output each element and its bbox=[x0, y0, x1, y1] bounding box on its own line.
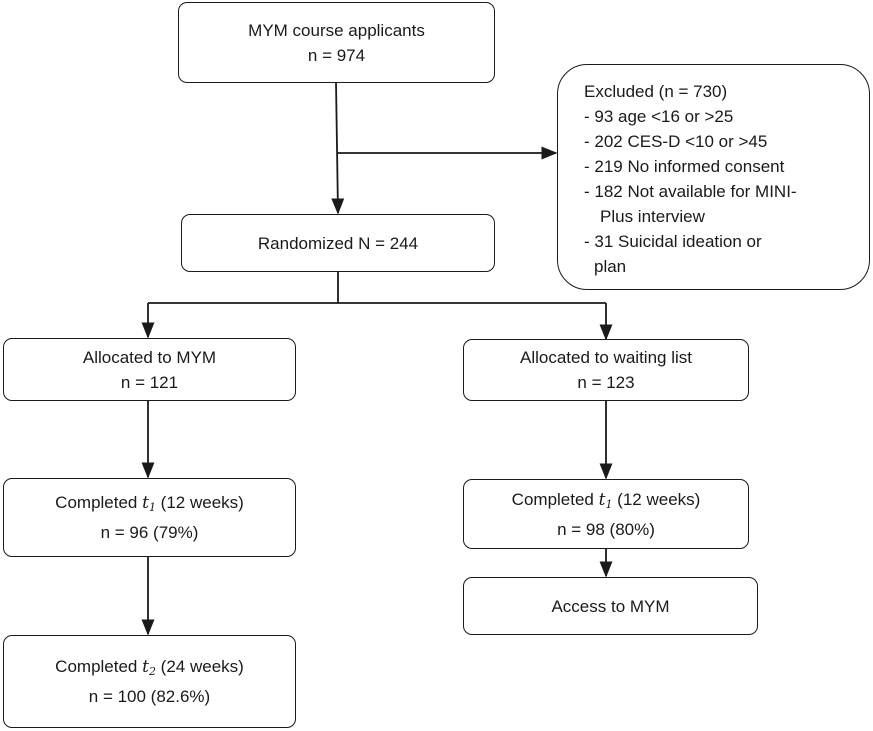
node-applicants: MYM course applicants n = 974 bbox=[178, 2, 495, 83]
node-allocated-wait: Allocated to waiting list n = 123 bbox=[463, 339, 749, 401]
allocated-mym-count: n = 121 bbox=[120, 372, 179, 392]
t2-symbol: t2 bbox=[142, 657, 156, 678]
allocated-mym-label: Allocated to MYM bbox=[82, 347, 217, 367]
excluded-item: - 93 age <16 or >25 bbox=[584, 107, 734, 126]
completed-t1-mym-count: n = 96 (79%) bbox=[100, 523, 199, 542]
excluded-item-continued: Plus interview bbox=[600, 207, 705, 226]
applicants-label: MYM course applicants bbox=[248, 20, 425, 40]
node-allocated-mym: Allocated to MYM n = 121 bbox=[3, 338, 296, 401]
applicants-count: n = 974 bbox=[307, 45, 366, 65]
t1-symbol: t1 bbox=[598, 489, 613, 511]
randomized-label: Randomized N = 244 bbox=[257, 233, 419, 253]
excluded-item: - 219 No informed consent bbox=[584, 157, 785, 176]
allocated-wait-count: n = 123 bbox=[577, 373, 635, 392]
excluded-title: Excluded (n = 730) bbox=[584, 82, 728, 101]
completed-t1-wait-count: n = 98 (80%) bbox=[557, 519, 655, 539]
node-access-mym: Access to MYM bbox=[463, 577, 758, 635]
completed-t1-wait-label: Completed t1 (12 weeks) bbox=[511, 489, 701, 511]
excluded-item-continued: plan bbox=[594, 257, 627, 276]
excluded-item: - 182 Not available for MINI- bbox=[584, 182, 797, 201]
completed-t2-mym-count: n = 100 (82.6%) bbox=[88, 687, 211, 706]
node-excluded: Excluded (n = 730) - 93 age <16 or >25 -… bbox=[557, 64, 870, 290]
node-completed-t1-wait: Completed t1 (12 weeks) n = 98 (80%) bbox=[463, 479, 749, 549]
excluded-item: - 31 Suicidal ideation or bbox=[584, 232, 762, 251]
excluded-item: - 202 CES-D <10 or >45 bbox=[584, 132, 768, 151]
completed-t2-mym-label: Completed t2 (24 weeks) bbox=[55, 657, 244, 678]
access-mym-label: Access to MYM bbox=[551, 596, 670, 616]
node-randomized: Randomized N = 244 bbox=[181, 214, 495, 272]
node-completed-t1-mym: Completed t1 (12 weeks) n = 96 (79%) bbox=[3, 478, 296, 557]
arrow-applicants-to-randomized bbox=[331, 81, 345, 215]
completed-t1-mym-label: Completed t1 (12 weeks) bbox=[55, 493, 244, 514]
t1-symbol: t1 bbox=[142, 493, 156, 514]
allocated-wait-label: Allocated to waiting list bbox=[520, 348, 692, 367]
node-completed-t2-mym: Completed t2 (24 weeks) n = 100 (82.6%) bbox=[3, 635, 296, 728]
